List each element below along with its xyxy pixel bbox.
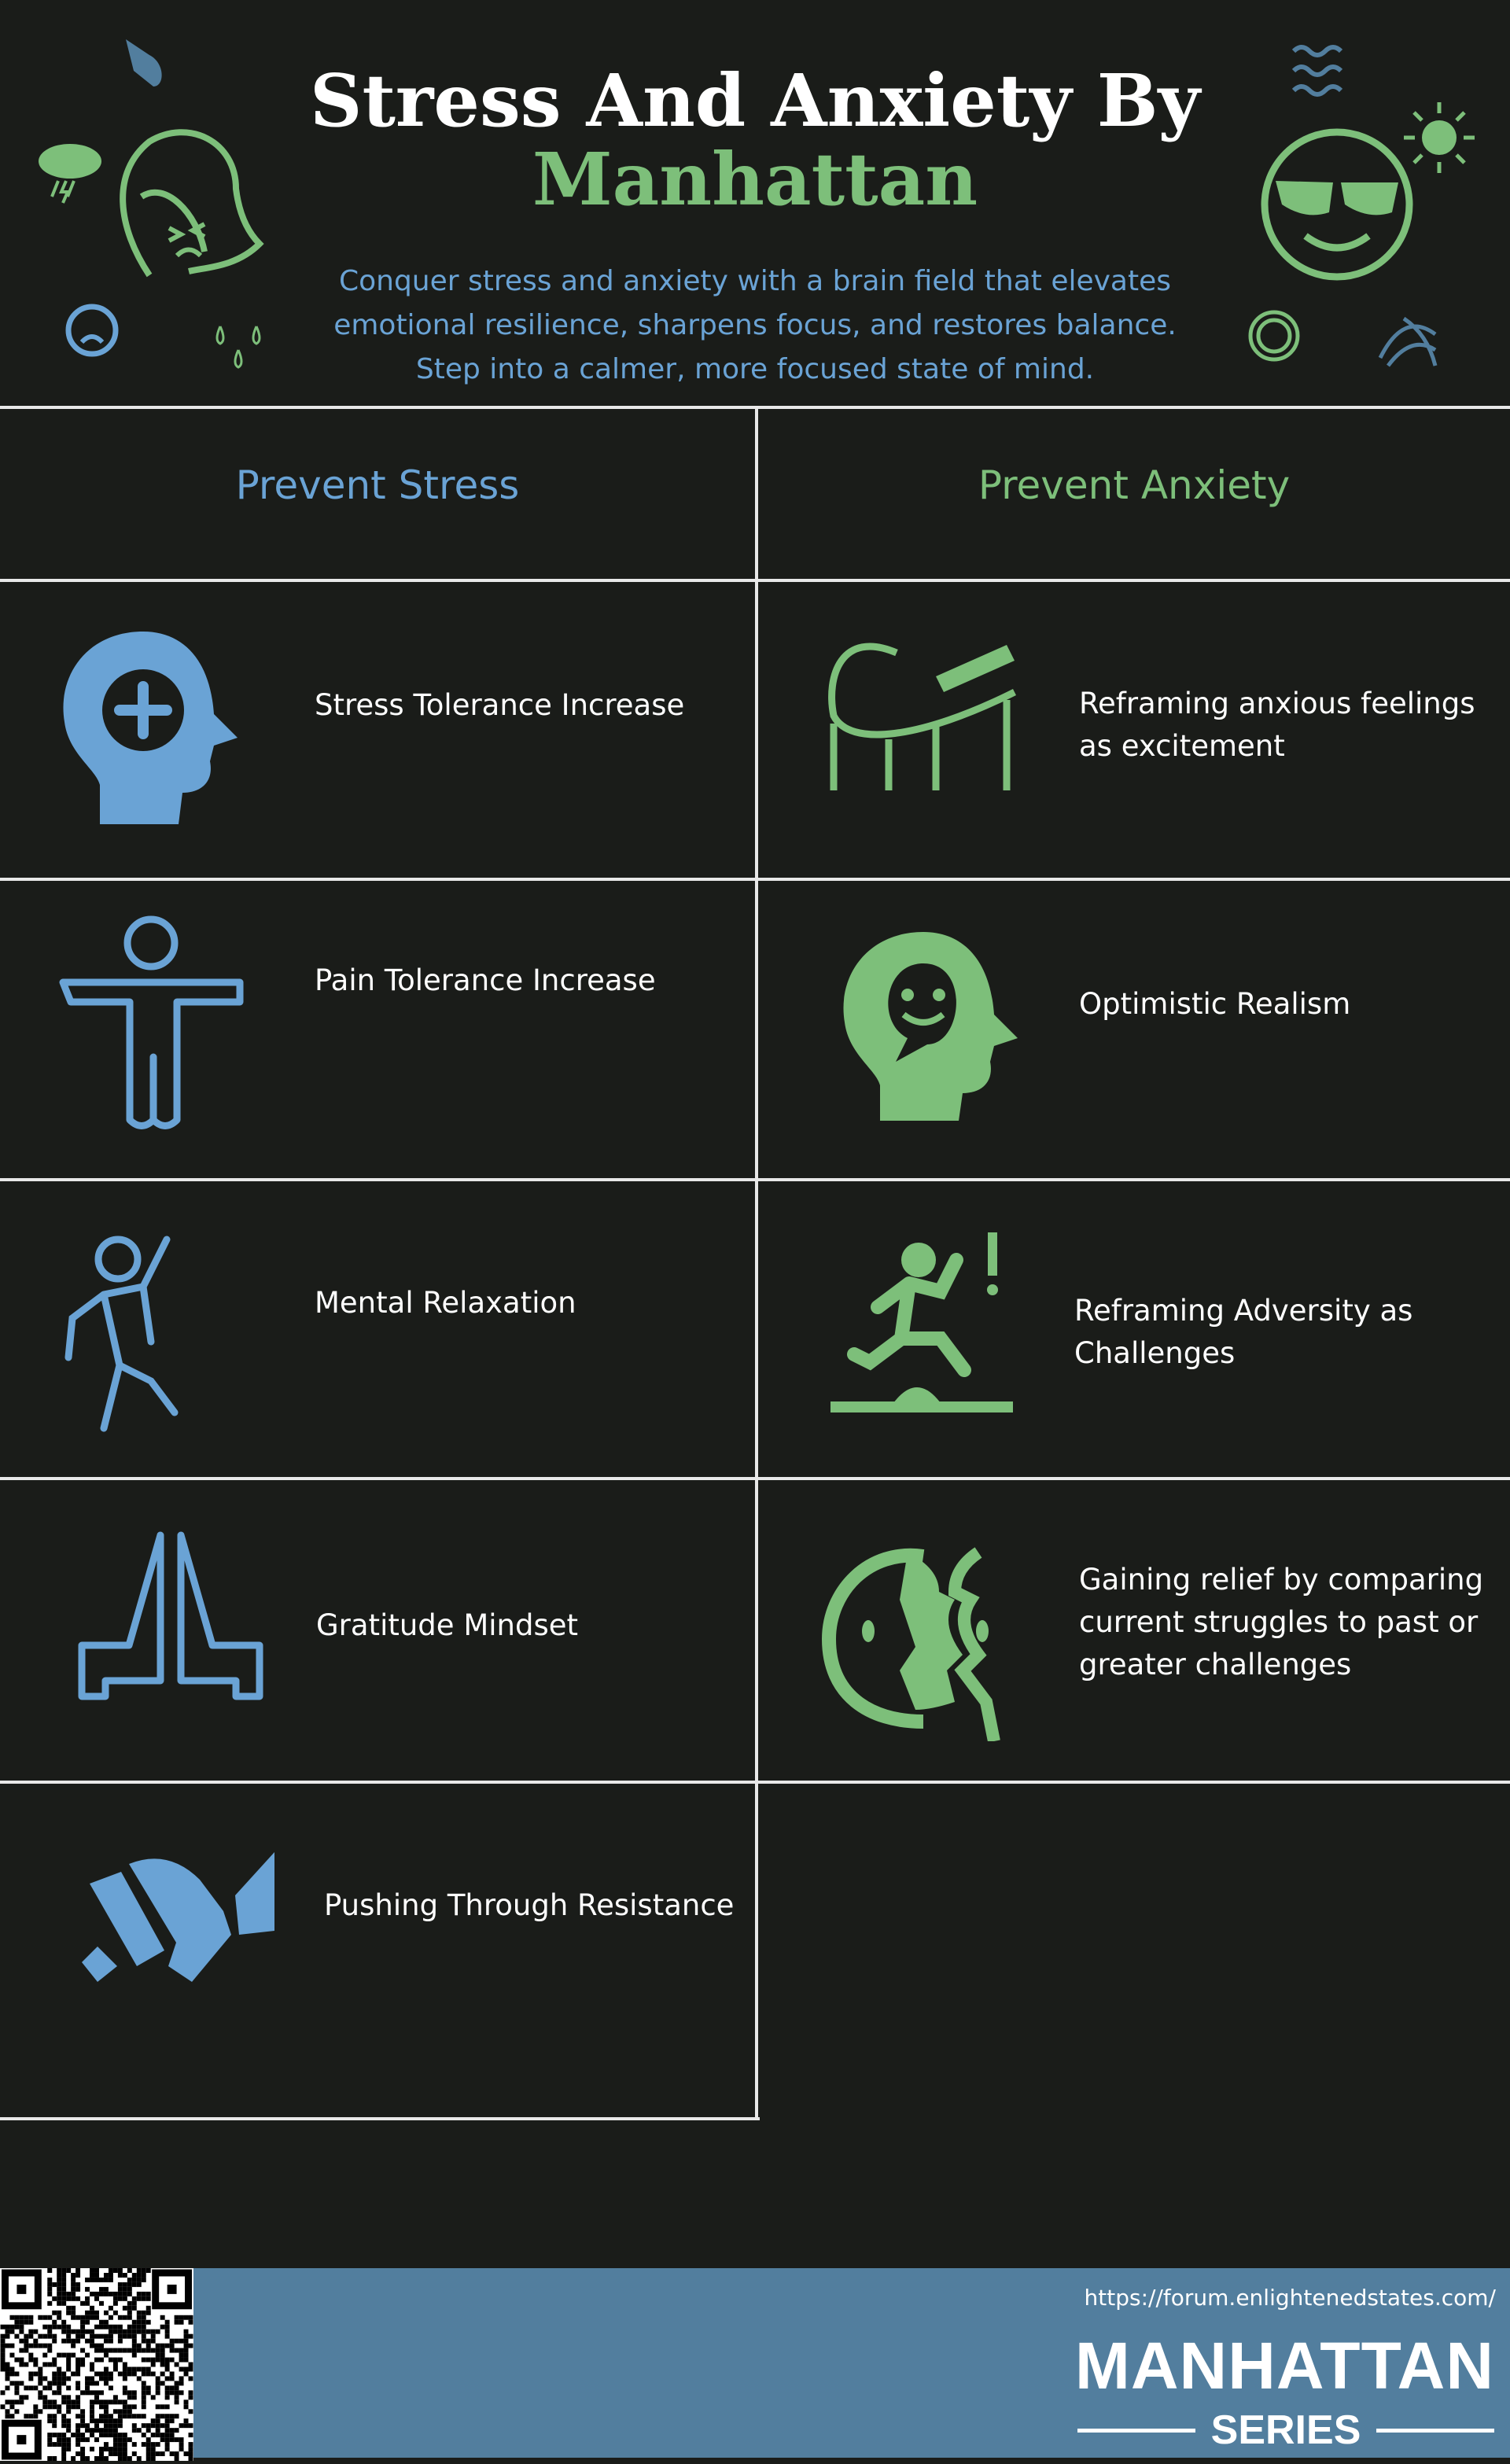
dancing-person-icon	[64, 1236, 179, 1432]
sun-icon	[1404, 102, 1475, 173]
runner-hurdle-icon	[830, 1232, 1013, 1412]
anxiety-item-label: Gaining relief by comparing current stru…	[1079, 1563, 1484, 1681]
waves-icon	[1291, 45, 1343, 97]
title-line-2: Manhattan	[532, 137, 978, 222]
stress-item-label: Gratitude Mindset	[316, 1608, 578, 1642]
body-outline-icon	[59, 915, 244, 1129]
title-line-1: Stress And Anxiety By	[310, 58, 1200, 143]
divider	[0, 2117, 760, 2120]
subtitle: Conquer stress and anxiety with a brain …	[333, 265, 1177, 385]
sad-face-outline-icon	[120, 129, 264, 278]
qr-code-pattern	[0, 2268, 193, 2461]
praying-hands-icon	[78, 1531, 263, 1700]
series-label: SERIES	[1077, 2407, 1495, 2454]
hand-icon	[126, 39, 162, 87]
roller-coaster-icon	[828, 643, 1017, 790]
stress-item-label: Stress Tolerance Increase	[315, 688, 685, 722]
head-plus-icon	[63, 632, 238, 824]
head-smile-icon	[843, 932, 1018, 1121]
storm-cloud-icon	[39, 144, 101, 204]
stress-item-label: Pushing Through Resistance	[324, 1888, 735, 1922]
anxiety-item-label: Reframing anxious feelings as excitement	[1079, 687, 1475, 763]
column-header-anxiety: Prevent Anxiety	[978, 462, 1291, 508]
anxiety-item-label: Reframing Adversity as Challenges	[1074, 1294, 1413, 1370]
brand-logo-text: MANHATTAN	[1074, 2329, 1494, 2403]
series-rule-left	[1077, 2428, 1195, 2433]
ring-icon	[1248, 310, 1300, 362]
droplets-icon	[215, 326, 261, 369]
pushing-through-icon	[82, 1852, 274, 1982]
stress-item-label: Mental Relaxation	[315, 1286, 576, 1320]
anxiety-item-label: Optimistic Realism	[1079, 987, 1351, 1021]
palm-icon	[1378, 316, 1438, 367]
column-header-stress: Prevent Stress	[235, 462, 520, 508]
two-faces-icon	[821, 1547, 1000, 1741]
stress-item-label: Pain Tolerance Increase	[315, 963, 656, 997]
series-text: SERIES	[1210, 2407, 1361, 2453]
crying-face-icon	[65, 304, 119, 357]
footer-url-link[interactable]: https://forum.enlightenedstates.com/	[1084, 2285, 1496, 2311]
series-rule-right	[1376, 2428, 1495, 2433]
qr-code[interactable]	[0, 2268, 193, 2461]
column-divider	[755, 406, 758, 2120]
footer-banner	[193, 2268, 1510, 2458]
cool-face-sunglasses-icon	[1261, 128, 1413, 281]
